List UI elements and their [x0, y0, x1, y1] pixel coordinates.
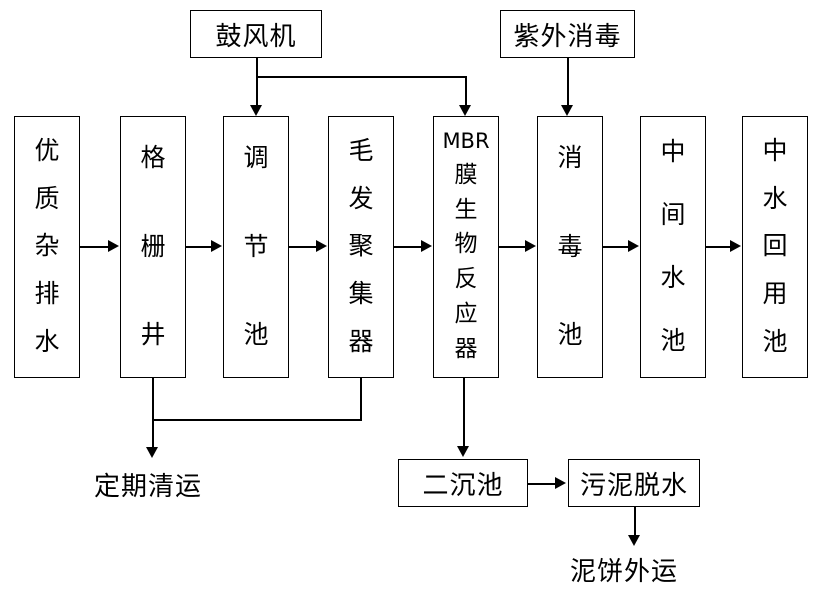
arrowhead-intermediate-to-reuse [730, 240, 741, 252]
node-uv-disinfect[interactable]: 紫外消毒 [500, 10, 635, 58]
node-intermediate[interactable]: 中 间 水 池 [640, 116, 706, 378]
node-mbr-reactor-char-5: 应 [454, 301, 478, 328]
node-intermediate-char-2: 水 [660, 263, 686, 292]
node-raw-water-char-2: 杂 [34, 231, 60, 261]
node-mbr-reactor-char-0: MBR [442, 128, 490, 153]
node-raw-water[interactable]: 优 质 杂 排 水 [14, 116, 80, 378]
node-equalization-char-0: 调 [243, 143, 269, 172]
node-reuse-tank-char-0: 中 [762, 136, 788, 166]
arrowhead-dewatering-to-cake [628, 535, 640, 546]
node-sludge-dewatering-label: 污泥脱水 [579, 470, 688, 501]
node-mbr-reactor[interactable]: MBR 膜 生 物 反 应 器 [433, 116, 499, 378]
connector-hair-down-stem [360, 378, 362, 420]
arrowhead-uv-to-disinfection [561, 105, 573, 116]
node-equalization-char-2: 池 [243, 320, 269, 349]
node-mbr-reactor-char-2: 生 [454, 196, 478, 223]
connector-clarifier-to-dewatering [528, 483, 556, 485]
label-cake-transport: 泥饼外运 [570, 557, 679, 587]
node-reuse-tank-char-2: 回 [762, 231, 788, 261]
arrowhead-mbr-to-clarifier [457, 446, 469, 457]
arrowhead-hair-to-mbr [421, 240, 432, 252]
node-grille-well[interactable]: 格 栅 井 [120, 116, 186, 378]
node-hair-collector-char-2: 聚 [348, 231, 374, 261]
node-blower-label: 鼓风机 [215, 21, 297, 52]
arrowhead-blower-to-equalization [250, 105, 262, 116]
node-grille-well-char-2: 井 [140, 320, 166, 349]
node-reuse-tank-char-3: 用 [762, 279, 788, 309]
node-hair-collector[interactable]: 毛 发 聚 集 器 [328, 116, 394, 378]
node-disinfection-char-2: 池 [557, 320, 583, 349]
node-raw-water-char-1: 质 [34, 183, 60, 213]
connector-grille-to-equalization [186, 246, 212, 248]
node-raw-water-char-3: 排 [34, 279, 60, 309]
node-equalization[interactable]: 调 节 池 [223, 116, 289, 378]
arrowhead-mbr-to-disinfection [525, 240, 536, 252]
arrowhead-clarifier-to-dewatering [555, 477, 566, 489]
node-grille-well-char-0: 格 [140, 143, 166, 172]
node-hair-collector-char-3: 集 [348, 279, 374, 309]
node-raw-water-char-0: 优 [34, 136, 60, 166]
node-equalization-char-1: 节 [243, 231, 269, 261]
connector-uv-to-disinfection [567, 58, 569, 108]
node-blower[interactable]: 鼓风机 [190, 10, 322, 58]
connector-blower-to-equalization-vertical [256, 76, 258, 108]
connector-grille-down-stem [152, 378, 154, 420]
connector-waste-to-removal-vertical [152, 419, 154, 451]
node-sludge-dewatering[interactable]: 污泥脱水 [568, 459, 700, 507]
node-disinfection[interactable]: 消 毒 池 [537, 116, 603, 378]
node-hair-collector-char-0: 毛 [348, 136, 374, 166]
node-disinfection-char-0: 消 [557, 143, 583, 172]
connector-disinfection-to-intermediate [603, 246, 629, 248]
connector-blower-to-mbr-horizontal [256, 76, 466, 78]
node-intermediate-char-1: 间 [660, 200, 686, 229]
node-intermediate-char-3: 池 [660, 326, 686, 355]
connector-rawwater-to-grille [80, 246, 109, 248]
connector-hair-to-mbr [394, 246, 422, 248]
connector-dewatering-to-cake [634, 507, 636, 539]
connector-blower-stem [256, 58, 258, 76]
node-grille-well-char-1: 栅 [140, 231, 166, 261]
arrowhead-waste-to-removal [146, 447, 158, 458]
node-mbr-reactor-char-6: 器 [454, 335, 478, 362]
arrowhead-blower-to-mbr [459, 105, 471, 116]
node-intermediate-char-0: 中 [660, 137, 686, 166]
arrowhead-disinfection-to-intermediate [628, 240, 639, 252]
connector-intermediate-to-reuse [706, 246, 731, 248]
connector-mbr-to-disinfection [499, 246, 526, 248]
node-reuse-tank-char-1: 水 [762, 183, 788, 213]
connector-waste-merge-horizontal [152, 419, 362, 421]
arrowhead-grille-to-equalization [211, 240, 222, 252]
arrowhead-rawwater-to-grille [108, 240, 119, 252]
connector-mbr-to-clarifier [463, 378, 465, 448]
connector-equalization-to-hair [289, 246, 317, 248]
node-raw-water-char-4: 水 [34, 326, 60, 356]
node-uv-disinfect-label: 紫外消毒 [513, 21, 622, 52]
connector-blower-to-mbr-vertical [465, 76, 467, 108]
node-mbr-reactor-char-3: 物 [454, 231, 478, 258]
node-hair-collector-char-4: 器 [348, 326, 374, 356]
node-secondary-clarifier[interactable]: 二沉池 [398, 459, 528, 507]
node-reuse-tank-char-4: 池 [762, 326, 788, 356]
node-mbr-reactor-char-1: 膜 [454, 161, 478, 188]
node-hair-collector-char-1: 发 [348, 183, 374, 213]
arrowhead-equalization-to-hair [316, 240, 327, 252]
node-mbr-reactor-char-4: 反 [454, 266, 478, 293]
node-disinfection-char-1: 毒 [557, 231, 583, 261]
node-secondary-clarifier-label: 二沉池 [422, 470, 504, 501]
node-reuse-tank[interactable]: 中 水 回 用 池 [742, 116, 808, 378]
label-periodic-removal: 定期清运 [94, 472, 203, 502]
